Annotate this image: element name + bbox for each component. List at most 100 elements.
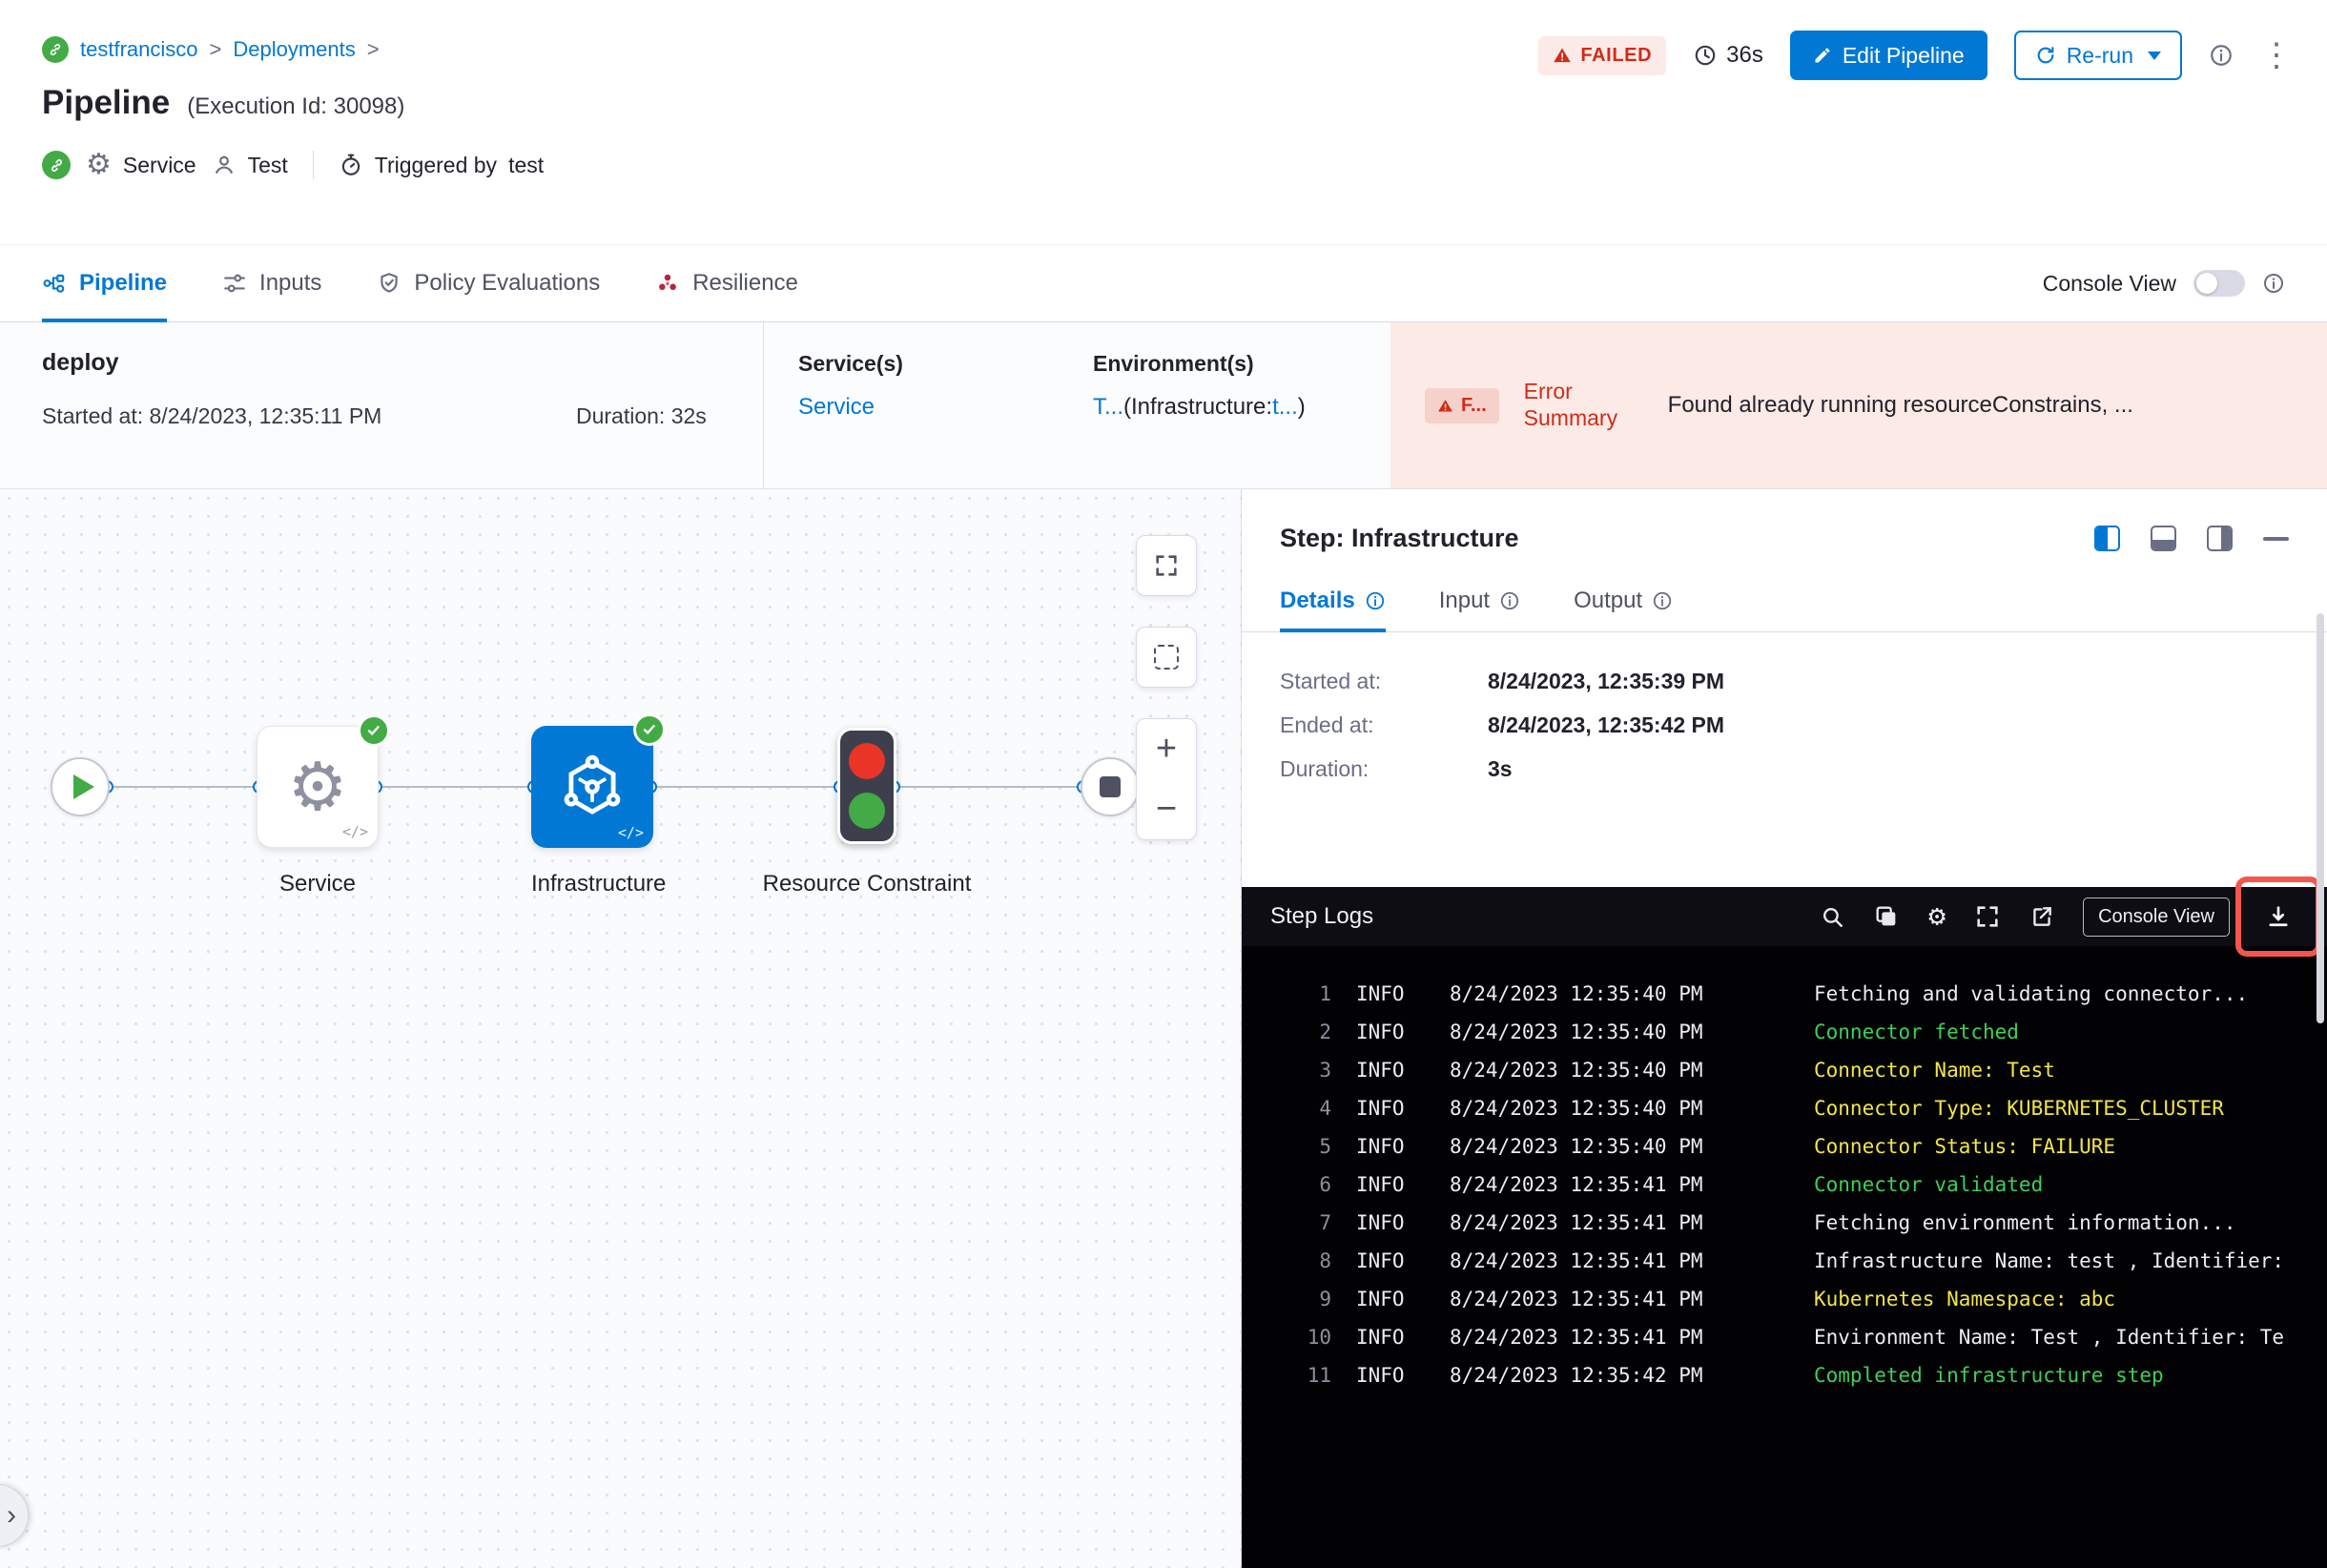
triggered-by-value[interactable]: test — [508, 152, 545, 177]
zoom-out-button[interactable]: − — [1155, 789, 1178, 829]
log-line-number: 2 — [1319, 1021, 1331, 1043]
user-meta-label: Test — [247, 152, 288, 177]
canvas-select-button[interactable] — [1136, 627, 1197, 688]
open-in-new-icon[interactable] — [2029, 904, 2054, 929]
layout-split-right-icon[interactable] — [2094, 526, 2120, 551]
service-link[interactable]: Service — [798, 394, 875, 420]
rerun-button[interactable]: Re-run — [2013, 31, 2182, 80]
pipeline-icon — [43, 274, 65, 293]
trigger-meta: Triggered by test — [339, 153, 544, 178]
edit-pipeline-button[interactable]: Edit Pipeline — [1789, 31, 1987, 80]
triggered-by-label: Triggered by — [374, 152, 498, 177]
detail-label: Ended at: — [1280, 712, 1374, 737]
breadcrumb-separator: > — [209, 37, 222, 61]
tab-output[interactable]: Output — [1574, 588, 1673, 631]
step-panel-header: Step: Infrastructure — [1242, 489, 2327, 553]
environment-link[interactable]: T... — [1093, 394, 1124, 420]
services-column: Service(s) Service — [763, 322, 1059, 488]
meta-divider — [312, 151, 314, 179]
log-settings-icon[interactable]: ⚙ — [1928, 899, 1946, 933]
tab-inputs[interactable]: Inputs — [222, 245, 321, 321]
panel-scrollbar[interactable] — [2317, 613, 2324, 1023]
infrastructure-hexagon-icon — [564, 754, 621, 815]
zoom-in-button[interactable]: + — [1155, 729, 1178, 769]
start-node[interactable] — [51, 757, 110, 816]
environments-value: T...(Infrastructure:t...) — [1093, 394, 1306, 420]
tab-policy-evaluations[interactable]: Policy Evaluations — [377, 245, 600, 321]
detail-value: 8/24/2023, 12:35:39 PM — [1488, 669, 1725, 693]
infrastructure-node[interactable]: </> — [531, 713, 666, 848]
main-content: ⚙ </> Service — [0, 489, 2327, 1568]
breadcrumb-deployments[interactable]: Deployments — [233, 37, 356, 61]
console-view-toggle[interactable] — [2193, 270, 2245, 297]
end-node[interactable] — [1081, 757, 1140, 816]
expand-logs-icon[interactable] — [1974, 903, 2001, 930]
log-level: INFO — [1356, 1249, 1405, 1272]
inputs-icon — [224, 274, 245, 293]
tab-details-label: Details — [1280, 588, 1355, 613]
tab-input-label: Input — [1438, 588, 1491, 613]
log-timestamp: 8/24/2023 12:35:40 PM — [1450, 1097, 1703, 1120]
infrastructure-link[interactable]: t... — [1272, 394, 1298, 420]
log-message: Fetching and validating connector... — [1814, 982, 2249, 1005]
detail-value: 3s — [1488, 756, 1513, 781]
service-node[interactable]: ⚙ </> — [257, 714, 390, 848]
log-timestamp: 8/24/2023 12:35:41 PM — [1450, 1249, 1703, 1272]
log-line-number: 11 — [1307, 1364, 1331, 1387]
layout-panel-right-icon[interactable] — [2207, 526, 2233, 551]
log-message: Connector Status: FAILURE — [1814, 1135, 2116, 1158]
canvas-fullscreen-button[interactable] — [1136, 535, 1197, 596]
info-icon[interactable] — [2209, 43, 2234, 68]
user-icon — [212, 153, 237, 177]
stage-times: Started at: 8/24/2023, 12:35:11 PM Durat… — [42, 403, 763, 429]
log-message: Connector Type: KUBERNETES_CLUSTER — [1814, 1097, 2224, 1120]
log-timestamp: 8/24/2023 12:35:41 PM — [1450, 1288, 1703, 1310]
log-line-number: 8 — [1319, 1249, 1331, 1272]
user-meta: Test — [212, 153, 288, 178]
stopwatch-icon — [339, 153, 363, 177]
execution-id: (Execution Id: 30098) — [187, 93, 405, 119]
log-message: Kubernetes Namespace: abc — [1814, 1288, 2116, 1310]
log-timestamp: 8/24/2023 12:35:40 PM — [1450, 982, 1703, 1005]
status-badge-label: FAILED — [1580, 44, 1653, 66]
project-link-icon — [42, 36, 69, 63]
chevron-down-icon — [2148, 51, 2161, 60]
console-view-label: Console View — [2042, 270, 2176, 296]
resource-constraint-node[interactable] — [837, 728, 896, 844]
more-options-icon[interactable]: ⋮ — [2260, 37, 2293, 73]
edge — [894, 786, 1083, 788]
warning-icon — [1554, 48, 1572, 63]
search-icon[interactable] — [1820, 904, 1844, 929]
info-icon[interactable] — [2262, 272, 2285, 295]
minimize-panel-icon[interactable] — [2263, 536, 2289, 541]
page-header: testfrancisco > Deployments > Pipeline (… — [0, 0, 2327, 244]
breadcrumb-project[interactable]: testfrancisco — [80, 37, 198, 61]
copy-icon[interactable] — [1873, 903, 1900, 930]
resilience-icon — [659, 274, 677, 291]
tab-resilience[interactable]: Resilience — [655, 245, 798, 321]
marquee-select-icon — [1154, 645, 1179, 670]
service-status-icon — [42, 151, 71, 179]
log-level: INFO — [1356, 1288, 1405, 1310]
detail-row: Duration: 3s — [1280, 756, 2289, 782]
download-logs-button[interactable] — [2235, 877, 2321, 957]
environments-label: Environment(s) — [1093, 351, 1254, 376]
info-icon — [1653, 591, 1672, 610]
log-level: INFO — [1356, 1059, 1405, 1082]
tab-pipeline[interactable]: Pipeline — [42, 245, 168, 322]
edge — [107, 786, 259, 788]
layout-split-bottom-icon[interactable] — [2151, 526, 2176, 551]
step-logs-toolbar: ⚙ Console View — [1820, 877, 2321, 957]
tab-input[interactable]: Input — [1439, 588, 1520, 631]
tab-details[interactable]: Details — [1280, 588, 1386, 632]
log-line-number: 6 — [1319, 1173, 1331, 1196]
pipeline-canvas[interactable]: ⚙ </> Service — [0, 489, 1241, 1568]
logs-console-view-button[interactable]: Console View — [2083, 897, 2230, 937]
left-panel-expander[interactable]: › — [0, 1484, 29, 1547]
breadcrumb-separator: > — [366, 37, 380, 61]
